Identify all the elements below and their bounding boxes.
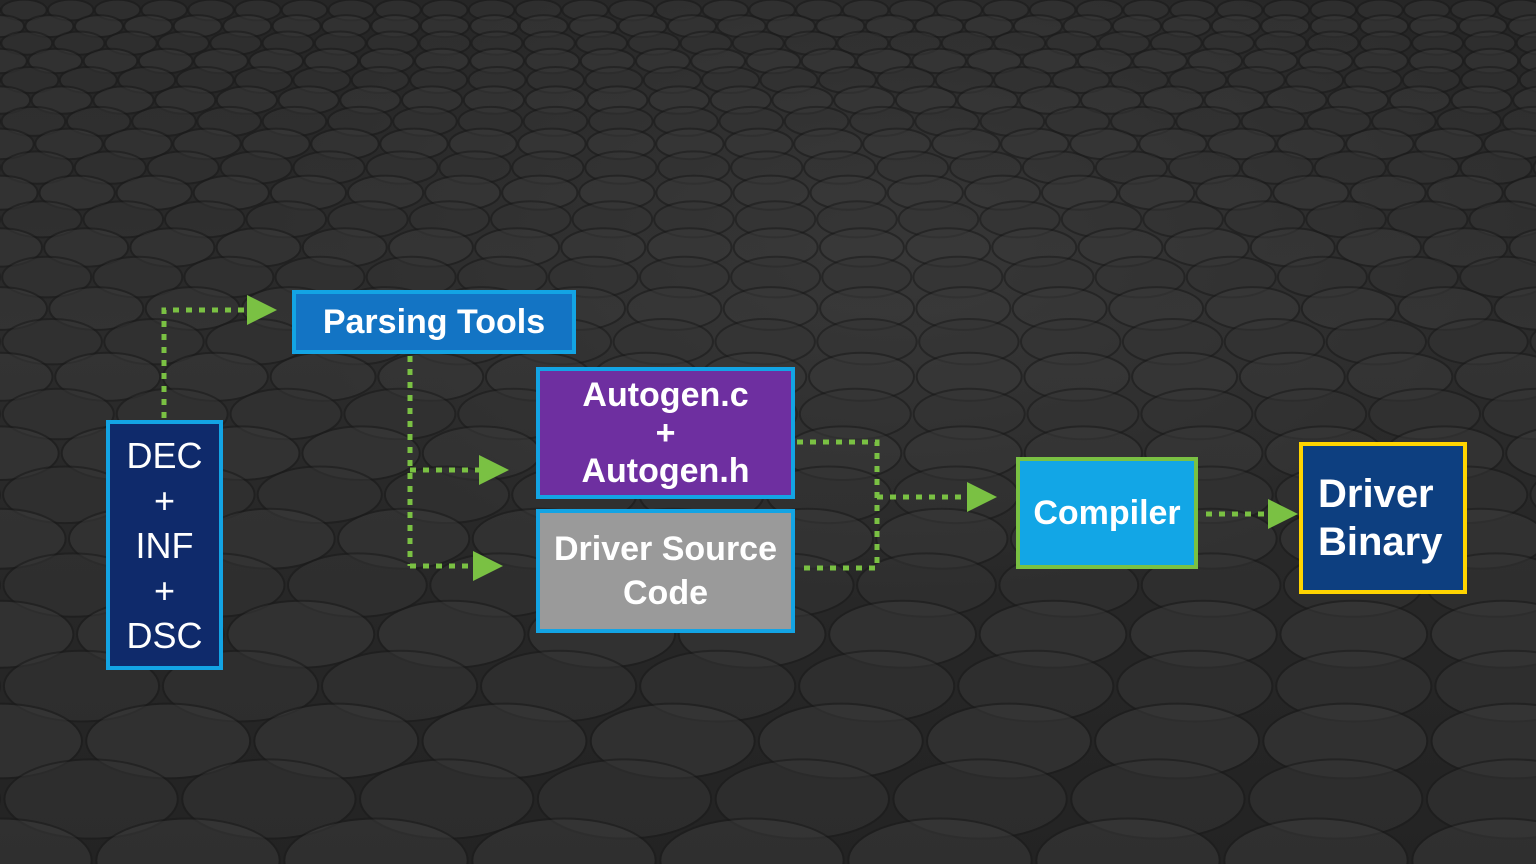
input-line-plus-2: + xyxy=(153,569,176,611)
input-files-box: DEC + INF + DSC xyxy=(106,420,223,670)
driver-source-line-2: Code xyxy=(623,574,708,612)
input-line-dec: DEC xyxy=(126,434,203,476)
autogen-h-label: Autogen.h xyxy=(581,452,750,490)
driver-source-code-box: Driver Source Code xyxy=(536,509,795,633)
input-line-inf: INF xyxy=(135,524,194,566)
parsing-tools-label: Parsing Tools xyxy=(322,302,546,341)
input-line-dsc: DSC xyxy=(126,614,203,656)
input-line-plus-1: + xyxy=(153,479,176,521)
driver-binary-line-2: Binary xyxy=(1318,520,1443,564)
driver-source-line-1: Driver Source xyxy=(554,530,777,568)
arrow-input-to-parsing xyxy=(161,295,277,418)
parsing-tools-box: Parsing Tools xyxy=(292,290,576,354)
driver-binary-line-1: Driver xyxy=(1318,472,1434,516)
driver-binary-box: Driver Binary xyxy=(1299,442,1467,594)
connector-autogen-out xyxy=(797,439,880,571)
compiler-label: Compiler xyxy=(1033,493,1181,532)
autogen-box: Autogen.c + Autogen.h xyxy=(536,367,795,499)
autogen-plus-label: + xyxy=(655,414,676,452)
autogen-c-label: Autogen.c xyxy=(582,376,749,414)
compiler-box: Compiler xyxy=(1016,457,1198,569)
